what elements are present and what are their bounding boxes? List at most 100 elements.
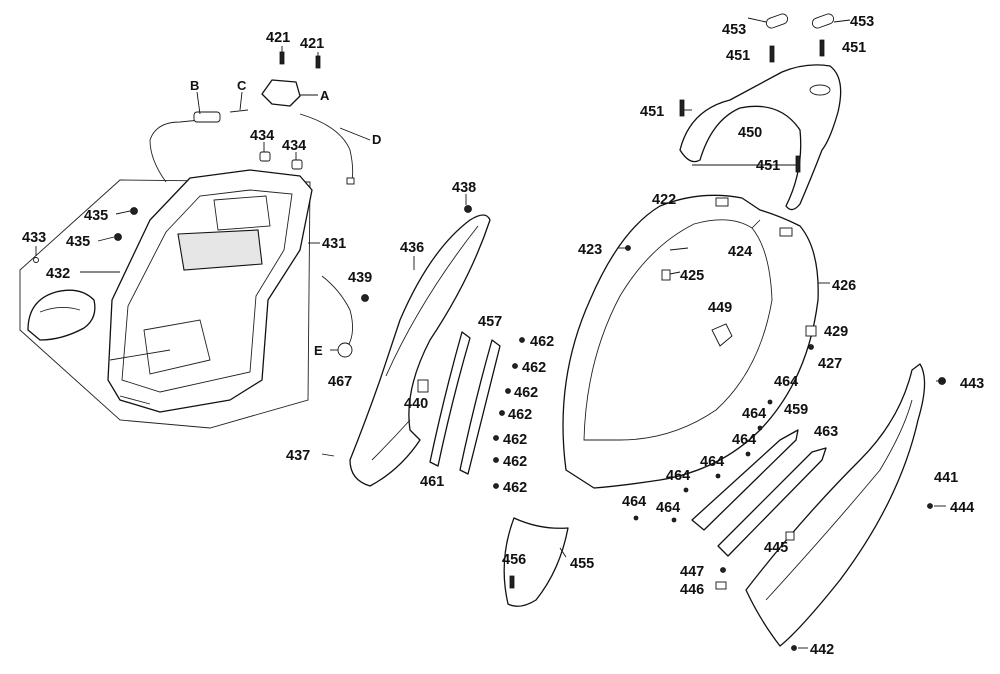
cable-B-lock [193, 111, 221, 123]
inner-panel-436 [349, 214, 491, 487]
callout-464f: 464 [622, 494, 646, 510]
callout-464b: 464 [742, 406, 766, 422]
screw-462d-icon [499, 410, 505, 416]
cable-D [299, 113, 354, 181]
bracket-A [261, 79, 301, 107]
screw-462f-icon [493, 457, 499, 463]
strip-461 [429, 331, 471, 467]
callout-462d: 462 [508, 407, 532, 423]
callout-462e: 462 [503, 432, 527, 448]
callout-444: 444 [950, 500, 974, 516]
strip-459 [691, 429, 799, 531]
callout-431: 431 [322, 236, 346, 252]
grommet-434b-icon [291, 159, 303, 170]
callout-463: 463 [814, 424, 838, 440]
callout-421b: 421 [300, 36, 324, 52]
callout-449: 449 [708, 300, 732, 316]
callout-459: 459 [784, 402, 808, 418]
callout-A: A [320, 88, 330, 103]
clip-445-icon [785, 531, 795, 541]
storage-box-details [143, 195, 271, 375]
callout-450: 450 [738, 125, 762, 141]
callout-462b: 462 [522, 360, 546, 376]
screw-442-icon [791, 645, 797, 651]
callout-440: 440 [404, 396, 428, 412]
screw-464b-icon [757, 425, 763, 431]
storage-box-compartment [177, 229, 263, 271]
bolt-451b-icon [819, 39, 825, 57]
group-box-431 [19, 51, 355, 429]
callout-462a: 462 [530, 334, 554, 350]
callout-D: D [372, 132, 381, 147]
callout-445: 445 [764, 540, 788, 556]
bolt-435b-icon [114, 233, 122, 241]
harness-467 [321, 275, 353, 347]
connector-E-icon [337, 342, 353, 358]
callout-433: 433 [22, 230, 46, 246]
callout-451b: 451 [842, 40, 866, 56]
callout-443: 443 [960, 376, 984, 392]
lower-panel-441 [745, 363, 926, 647]
screw-437-icon [321, 453, 335, 457]
callout-447: 447 [680, 564, 704, 580]
screw-464f-icon [633, 515, 639, 521]
strip-457 [459, 339, 501, 475]
storage-box-inner-rim [121, 189, 293, 393]
screw-464g-icon [671, 517, 677, 523]
inner-panel-detail [371, 225, 479, 461]
clip-440-icon [417, 379, 429, 393]
cap-453b-icon [811, 13, 835, 29]
callout-462c: 462 [514, 385, 538, 401]
screw-439-icon [361, 294, 369, 302]
group-outline-431 [19, 179, 311, 429]
callout-435a: 435 [84, 208, 108, 224]
rear-rack-450 [679, 64, 842, 211]
clip-424-icon [751, 219, 761, 229]
callout-C: C [237, 78, 247, 93]
callout-437: 437 [286, 448, 310, 464]
storage-box-431 [107, 169, 313, 413]
rack-slot [809, 84, 831, 96]
clip-446-icon [715, 581, 727, 590]
callout-441: 441 [934, 470, 958, 486]
leader-lines [35, 17, 946, 649]
callout-464e: 464 [666, 468, 690, 484]
group-panel-436 [321, 205, 569, 607]
cap-453-icon [765, 13, 789, 29]
callout-B: B [190, 78, 199, 93]
screw-464c-icon [745, 451, 751, 457]
clip-426-top [779, 227, 793, 237]
screw-423-icon [625, 245, 631, 251]
callout-451d: 451 [756, 158, 780, 174]
callout-467: 467 [328, 374, 352, 390]
callout-461: 461 [420, 474, 444, 490]
screw-444-icon [927, 503, 933, 509]
cable-C [229, 109, 249, 113]
bolt-451c-icon [679, 99, 685, 117]
group-lower-covers [633, 363, 946, 651]
callout-426: 426 [832, 278, 856, 294]
callout-446: 446 [680, 582, 704, 598]
side-cover-opening [583, 219, 773, 441]
callout-442: 442 [810, 642, 834, 658]
callout-438: 438 [452, 180, 476, 196]
callout-423: 423 [578, 242, 602, 258]
side-cover-422-426 [562, 194, 819, 489]
callout-421a: 421 [266, 30, 290, 46]
callout-451c: 451 [640, 104, 664, 120]
screw-464e-icon [683, 487, 689, 493]
cover-432 [27, 289, 96, 341]
storage-box-ribs [109, 349, 171, 405]
callout-434b: 434 [282, 138, 306, 154]
strip-463 [717, 447, 827, 557]
callout-462g: 462 [503, 480, 527, 496]
clip-422-top [715, 197, 729, 207]
callout-435b: 435 [66, 234, 90, 250]
screw-462c-icon [505, 388, 511, 394]
callout-427: 427 [818, 356, 842, 372]
callout-429: 429 [824, 324, 848, 340]
screw-462a-icon [519, 337, 525, 343]
callout-451a: 451 [726, 48, 750, 64]
callout-453a: 453 [722, 22, 746, 38]
